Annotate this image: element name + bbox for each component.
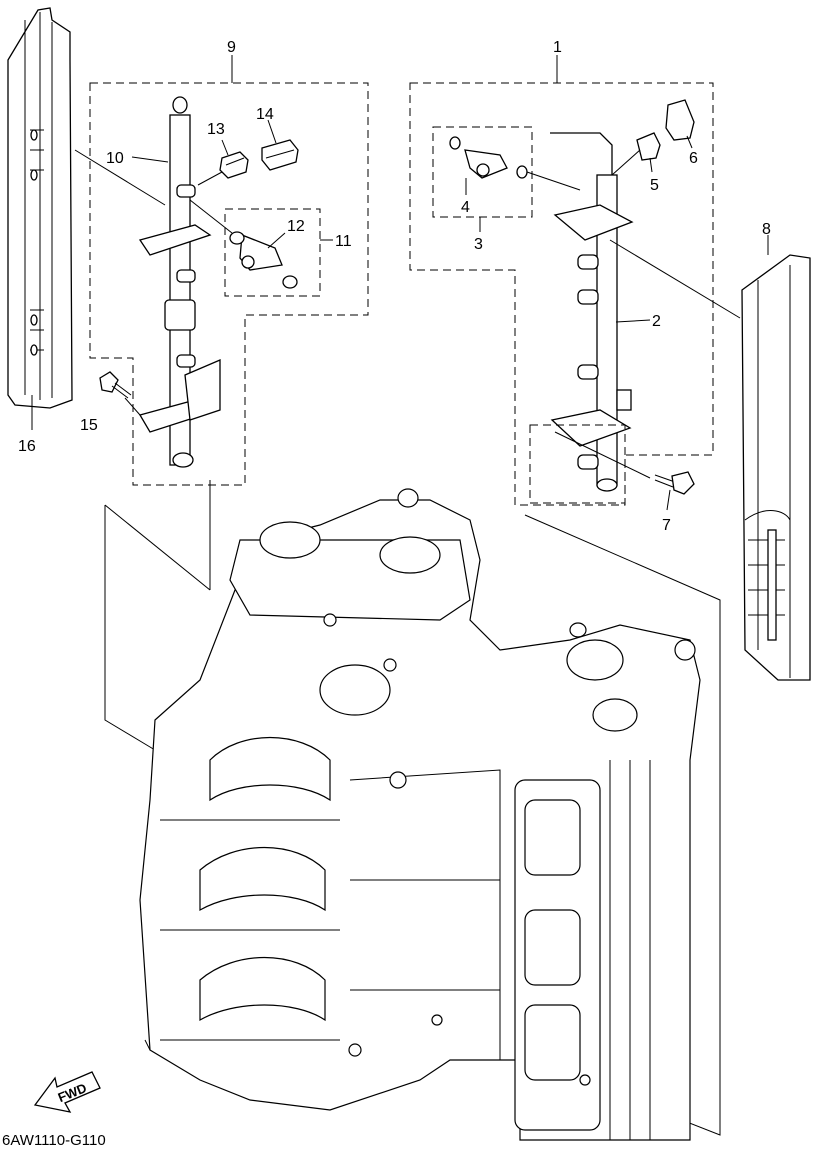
assembly-1-frame — [409, 82, 714, 506]
heat-shield-left — [7, 7, 73, 430]
callout-8: 8 — [762, 221, 771, 238]
fwd-label: FWD — [56, 1080, 89, 1105]
callout-4: 4 — [461, 199, 470, 216]
callout-10: 10 — [106, 150, 124, 167]
clip-6 — [665, 99, 695, 141]
sub-assembly-3-frame — [432, 126, 533, 218]
bolt-15 — [99, 371, 132, 399]
callout-6: 6 — [689, 150, 698, 167]
fuel-rail-right — [550, 132, 634, 492]
clip-13 — [219, 151, 249, 179]
callout-9: 9 — [227, 39, 236, 56]
callout-14: 14 — [256, 106, 274, 123]
callout-11: 11 — [335, 233, 352, 250]
callout-16: 16 — [18, 438, 36, 455]
fwd-arrow-icon: FWD — [33, 1071, 101, 1113]
callout-15: 15 — [80, 417, 98, 434]
fuel-rail-left — [138, 96, 221, 468]
callout-5: 5 — [650, 177, 659, 194]
callout-13: 13 — [207, 121, 225, 138]
injector-left — [229, 231, 298, 289]
callout-7: 7 — [662, 517, 671, 534]
bolt-7 — [654, 471, 695, 495]
callout-2: 2 — [652, 313, 661, 330]
engine-block — [139, 488, 701, 1141]
injector-right — [449, 136, 528, 179]
callout-1: 1 — [553, 39, 562, 56]
assembly-9-frame — [89, 82, 369, 486]
clip-14 — [261, 139, 299, 171]
diagram-code: 6AW1110-G110 — [2, 1132, 106, 1149]
callout-3: 3 — [474, 236, 483, 253]
callout-12: 12 — [287, 218, 305, 235]
clip-5 — [636, 132, 661, 161]
heat-shield-right — [741, 254, 811, 681]
